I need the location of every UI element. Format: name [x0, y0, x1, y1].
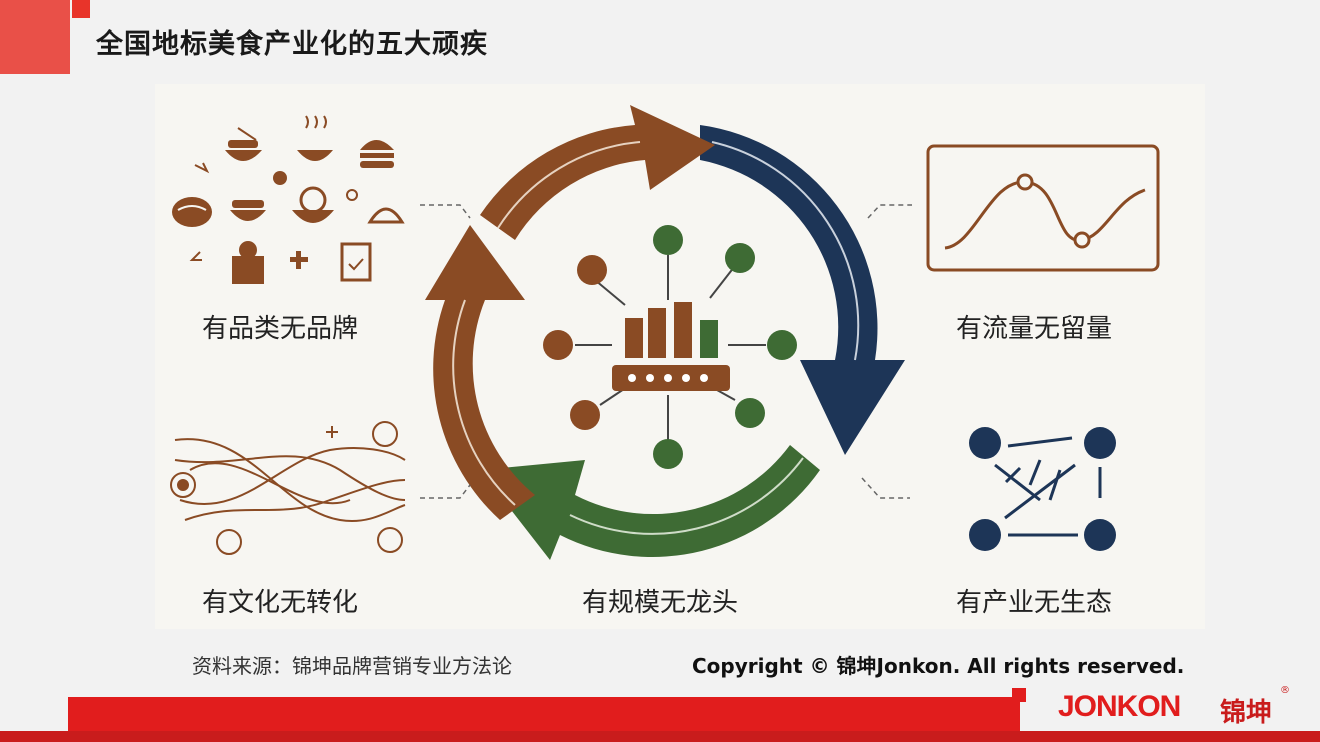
steaming-bowl-icon — [297, 115, 333, 161]
brown-arrow-inner-line-top — [497, 141, 641, 229]
page-title: 全国地标美食产业化的五大顽疾 — [96, 29, 488, 60]
brown-cycle-arrow-top — [480, 105, 715, 240]
food-icons-grid — [172, 115, 405, 284]
bowl-icon — [225, 127, 262, 161]
noodle-bowl-icon — [292, 186, 334, 223]
bun-icon — [367, 207, 405, 224]
corner-block — [0, 0, 70, 74]
navy-arrow-inner-line — [711, 141, 860, 361]
bottom-red-strip — [0, 731, 1320, 742]
brown-arrow-inner-line-left — [452, 299, 516, 506]
label-scale-no-leader: 有规模无龙头 — [582, 588, 739, 618]
source-note: 资料来源：锦坤品牌营销专业方法论 — [192, 654, 512, 678]
label-traffic-no-retention: 有流量无留量 — [956, 314, 1113, 344]
label-culture-no-conversion: 有文化无转化 — [202, 588, 359, 618]
jar-icon — [340, 242, 372, 282]
navy-cycle-arrow — [700, 125, 905, 455]
green-arrow-inner-line — [569, 457, 804, 535]
corner-square — [72, 0, 90, 18]
network-hub-icon — [543, 225, 797, 469]
popcorn-icon — [232, 241, 264, 284]
plus-icon — [290, 251, 308, 269]
dumpling-icon — [172, 197, 212, 227]
brown-cycle-arrow-left — [425, 225, 535, 520]
tangled-lines-icon — [170, 421, 406, 555]
wave-chart-icon — [926, 144, 1160, 272]
node-network-icon — [969, 427, 1116, 551]
registered-mark: ® — [1280, 685, 1290, 696]
brand-logo-cn: 锦坤 — [1220, 698, 1273, 728]
label-industry-no-ecosystem: 有产业无生态 — [956, 588, 1113, 618]
corner-decoration — [0, 0, 90, 78]
burger-icon — [360, 140, 394, 168]
bottom-red-bar — [68, 697, 1020, 731]
factory-bars-icon — [612, 302, 730, 391]
copyright-text: Copyright © 锦坤Jonkon. All rights reserve… — [692, 654, 1185, 678]
label-category-no-brand: 有品类无品牌 — [202, 314, 359, 344]
rice-bowl-icon — [230, 200, 266, 221]
dashed-connectors — [420, 204, 912, 499]
logo-square — [1012, 688, 1026, 702]
brand-logo: JONKON — [1058, 690, 1181, 723]
green-cycle-arrow — [480, 445, 820, 560]
